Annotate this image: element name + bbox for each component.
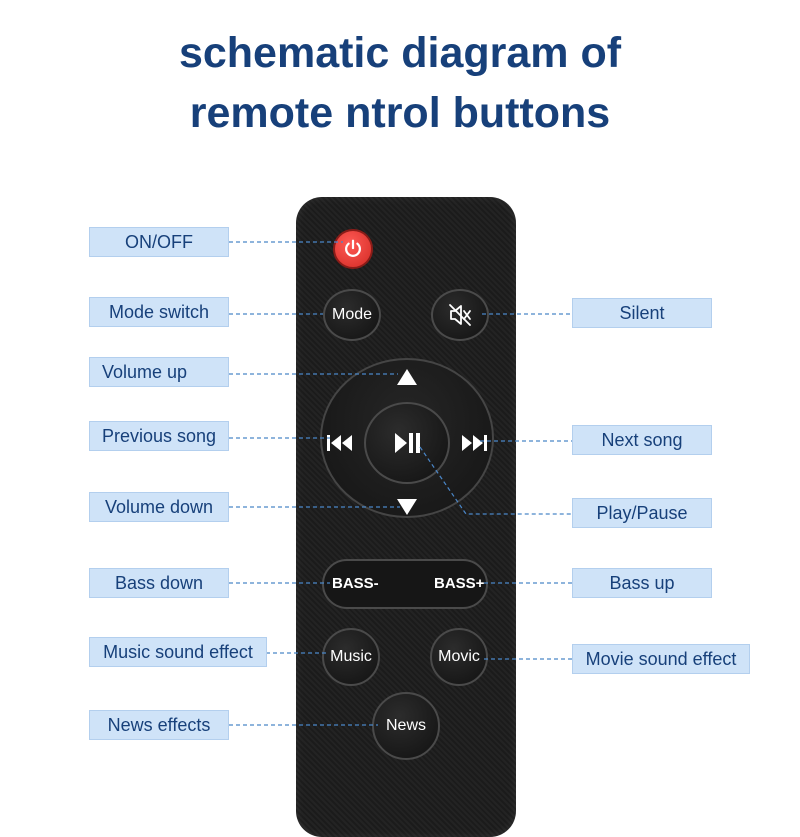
previous-track-button[interactable] [322, 428, 358, 458]
label-bass-up: Bass up [572, 568, 712, 598]
previous-track-icon [327, 435, 352, 451]
bass-rocker [322, 559, 488, 609]
next-track-button[interactable] [456, 428, 492, 458]
play-pause-icon [395, 433, 420, 453]
power-button[interactable] [333, 229, 373, 269]
label-mode-switch: Mode switch [89, 297, 229, 327]
triangle-down-icon [397, 499, 417, 515]
label-volume-up: Volume up [89, 357, 229, 387]
label-previous-song: Previous song [89, 421, 229, 451]
label-music-sound-effect: Music sound effect [89, 637, 267, 667]
label-on-off: ON/OFF [89, 227, 229, 257]
mute-icon [449, 304, 471, 326]
label-next-song: Next song [572, 425, 712, 455]
mute-button[interactable] [431, 289, 489, 341]
label-play-pause: Play/Pause [572, 498, 712, 528]
label-news-effects: News effects [89, 710, 229, 740]
volume-up-button[interactable] [392, 364, 422, 390]
triangle-up-icon [397, 369, 417, 385]
music-button[interactable]: Music [322, 628, 380, 686]
label-silent: Silent [572, 298, 712, 328]
title-line-2: remote ntrol buttons [189, 89, 611, 137]
label-movie-sound-effect: Movie sound effect [572, 644, 750, 674]
bass-down-button[interactable]: BASS- [332, 575, 379, 592]
label-bass-down: Bass down [89, 568, 229, 598]
next-track-icon [462, 435, 487, 451]
label-volume-down: Volume down [89, 492, 229, 522]
title-line-1: schematic diagram of [178, 29, 622, 77]
movie-button[interactable]: Movic [430, 628, 488, 686]
bass-up-button[interactable]: BASS+ [434, 575, 485, 592]
movie-button-label: Movic [438, 648, 480, 665]
volume-down-button[interactable] [392, 494, 422, 520]
mode-button[interactable]: Mode [323, 289, 381, 341]
mode-button-label: Mode [331, 306, 373, 323]
news-button[interactable]: News [372, 692, 440, 760]
leader-lines [229, 241, 572, 726]
news-button-label: News [385, 717, 426, 734]
leader-line-play-pause [419, 446, 572, 515]
music-button-label: Music [330, 648, 372, 665]
power-icon [345, 239, 361, 257]
play-pause-button[interactable] [364, 402, 450, 484]
